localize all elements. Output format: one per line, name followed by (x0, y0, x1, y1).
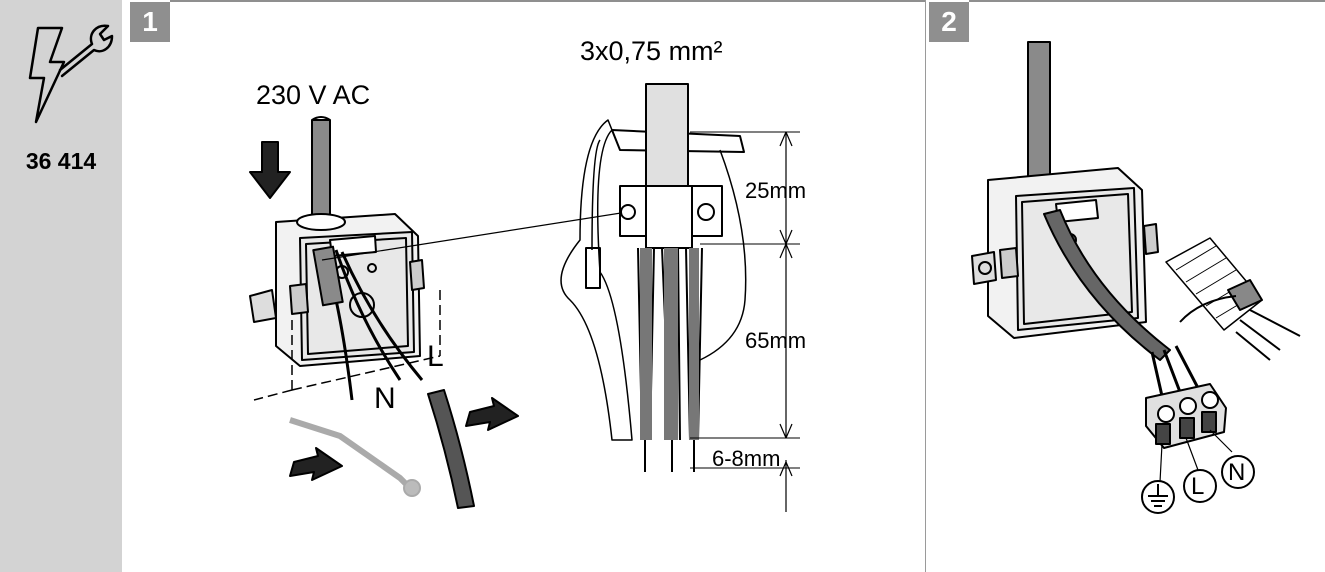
panel-divider (925, 0, 926, 572)
product-code: 36 414 (25, 148, 97, 174)
step-badge-2: 2 (929, 2, 969, 42)
voltage-label: 230 V AC (256, 80, 371, 110)
electrician-tool-icon (28, 24, 114, 124)
push-arrow-icon (289, 447, 343, 481)
terminal-label-n: N (1228, 459, 1246, 486)
terminal-label-l: L (1191, 473, 1205, 500)
step-badge-1: 1 (130, 2, 170, 42)
wire-label-n: N (374, 382, 396, 415)
installation-illustration-step-1 (249, 83, 800, 512)
insert-arrow-icon (249, 141, 291, 199)
terminal-n-circle (1221, 455, 1255, 489)
dimension-6-8mm: 6-8mm (712, 446, 781, 471)
top-rule-1 (170, 0, 925, 2)
wire-label-l: L (427, 340, 444, 373)
dimension-65mm: 65mm (745, 328, 807, 353)
cable-spec-label: 3x0,75 mm² (580, 36, 723, 66)
push-arrow-icon (465, 397, 519, 431)
dimension-25mm: 25mm (745, 178, 807, 203)
top-rule-2 (969, 0, 1325, 2)
terminal-l-circle (1183, 469, 1217, 503)
sidebar: 36 414 (0, 0, 122, 572)
